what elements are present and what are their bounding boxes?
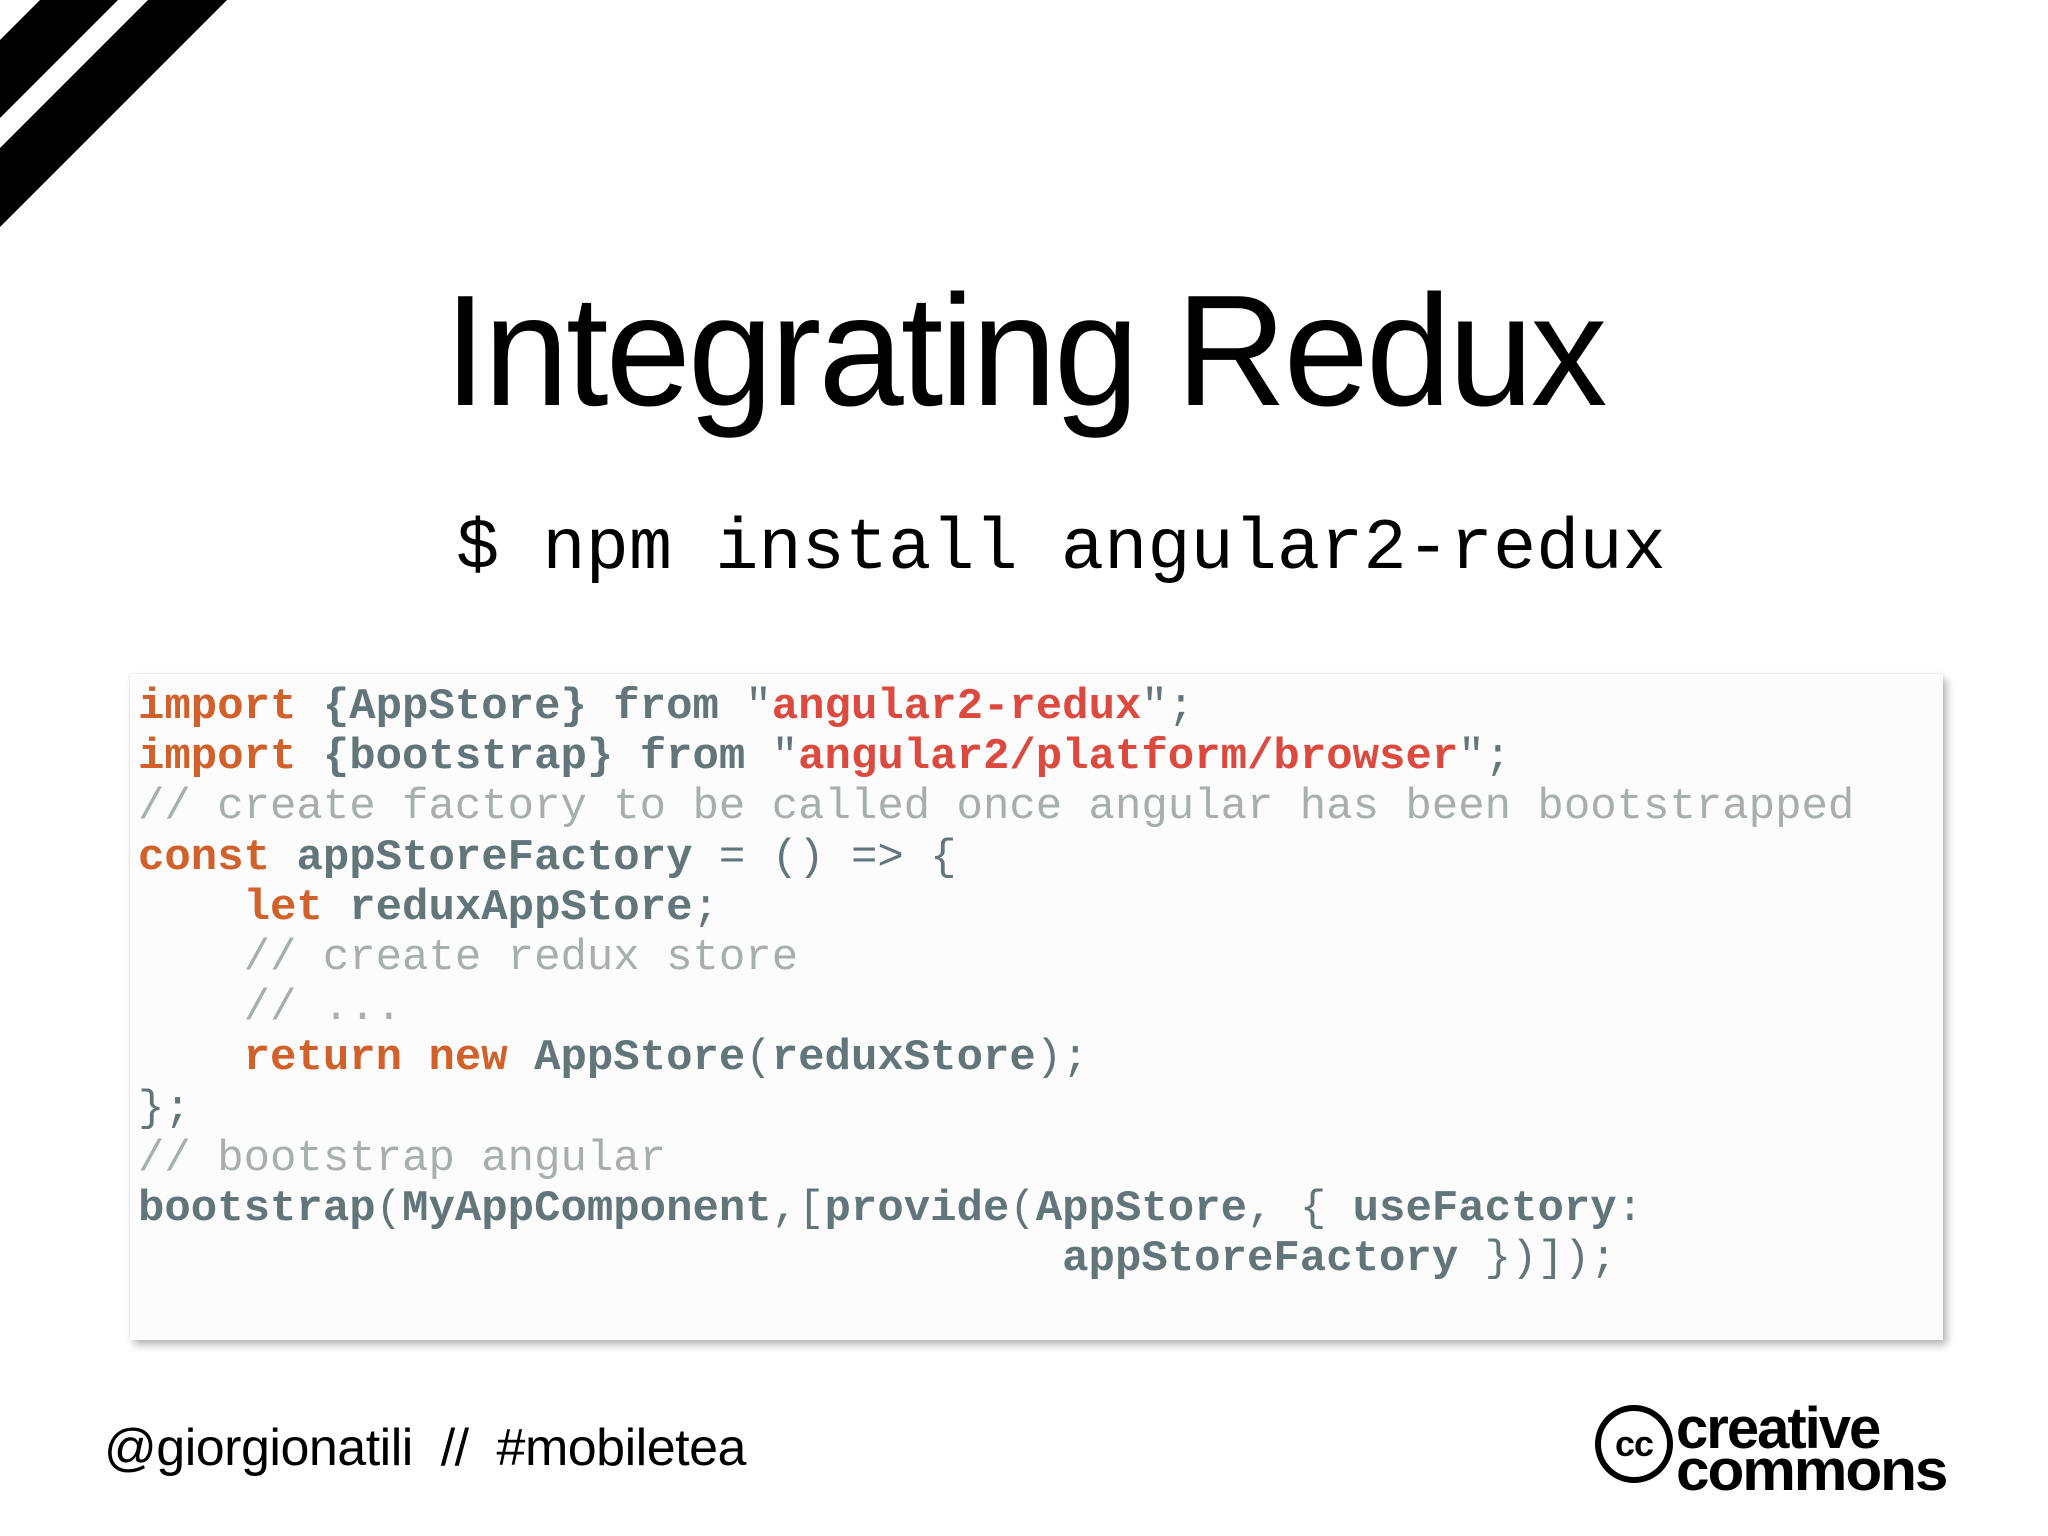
code-token-id: AppStore — [1035, 1183, 1248, 1234]
code-token-punc: , { — [1247, 1183, 1353, 1234]
corner-stripes-decoration — [0, 0, 227, 227]
code-line: // create redux store — [138, 933, 1854, 983]
code-token-id: {bootstrap} — [322, 732, 614, 783]
slide-title: Integrating Redux — [443, 262, 1607, 439]
code-token-id: from — [639, 732, 746, 783]
code-token-kw: return — [243, 1033, 403, 1084]
code-token-punc — [296, 682, 322, 732]
code-token-kw: const — [138, 832, 271, 883]
code-token-punc: ( — [1009, 1183, 1036, 1234]
creative-commons-logo: cc creative commons — [1590, 1396, 1960, 1500]
code-token-id: bootstrap — [138, 1183, 376, 1234]
code-line: }; — [138, 1084, 1854, 1134]
code-token-id: useFactory — [1352, 1183, 1617, 1234]
code-token-punc: ,[ — [771, 1183, 825, 1234]
code-token-id: reduxStore — [771, 1033, 1036, 1084]
code-token-punc — [587, 682, 613, 732]
code-token-punc — [138, 883, 244, 933]
code-token-punc: }; — [138, 1083, 191, 1134]
code-line: bootstrap(MyAppComponent,[provide(AppSto… — [138, 1184, 1854, 1234]
code-token-punc — [613, 732, 639, 782]
code-token-punc — [138, 1234, 1062, 1284]
code-token-punc — [402, 1033, 428, 1083]
code-token-punc — [323, 883, 349, 933]
code-token-cm: // create factory to be called once angu… — [138, 782, 1855, 833]
code-token-id: provide — [824, 1183, 1010, 1234]
code-token-str: angular2/platform/browser — [798, 732, 1459, 783]
code-line: // ... — [138, 983, 1854, 1033]
code-token-kw: import — [138, 732, 297, 783]
code-block: import {AppStore} from "angular2-redux";… — [130, 674, 1943, 1340]
code-line: appStoreFactory })]); — [138, 1234, 1854, 1284]
code-listing: import {AppStore} from "angular2-redux";… — [138, 682, 1854, 1284]
install-command: $ npm install angular2-redux — [456, 508, 1666, 590]
code-token-punc — [296, 732, 322, 782]
creative-commons-icon: cc — [1595, 1405, 1673, 1483]
code-token-kw: new — [428, 1033, 508, 1084]
code-line: return new AppStore(reduxStore); — [138, 1033, 1854, 1083]
code-token-kw: let — [243, 882, 323, 933]
code-token-punc: " — [718, 682, 772, 732]
cc-word-creative: creative — [1676, 1396, 1881, 1461]
code-token-id: reduxAppStore — [349, 882, 693, 933]
code-token-punc — [138, 983, 244, 1033]
code-token-str: angular2-redux — [771, 682, 1142, 732]
footer-social-handle: @giorgionatili // #mobiletea — [104, 1419, 746, 1477]
code-token-punc: ; — [692, 882, 719, 933]
code-token-punc — [138, 933, 244, 983]
code-token-punc: " — [745, 732, 799, 783]
code-token-id: {AppStore} — [322, 682, 587, 732]
code-token-punc: = () => { — [692, 832, 957, 883]
code-token-punc: ( — [745, 1033, 772, 1084]
code-line: const appStoreFactory = () => { — [138, 833, 1854, 883]
code-token-punc: "; — [1141, 682, 1195, 732]
code-token-id: appStoreFactory — [296, 832, 693, 883]
code-token-punc: })]); — [1458, 1234, 1617, 1285]
code-token-punc — [138, 1033, 244, 1083]
code-line: // bootstrap angular — [138, 1134, 1854, 1184]
code-token-punc: ); — [1035, 1033, 1089, 1084]
code-token-kw: import — [138, 682, 297, 732]
code-line: import {bootstrap} from "angular2/platfo… — [138, 732, 1854, 782]
code-token-id: AppStore — [534, 1033, 746, 1084]
cc-badge-text: cc — [1614, 1423, 1654, 1464]
code-line: let reduxAppStore; — [138, 883, 1854, 933]
code-token-cm: // ... — [243, 983, 403, 1034]
code-token-id: appStoreFactory — [1062, 1234, 1459, 1285]
code-token-cm: // bootstrap angular — [138, 1133, 667, 1184]
code-token-punc — [270, 833, 296, 883]
code-token-id: from — [613, 682, 719, 732]
code-line: import {AppStore} from "angular2-redux"; — [138, 682, 1854, 732]
code-token-punc: ( — [375, 1183, 403, 1234]
cc-word-commons: commons — [1676, 1438, 1948, 1503]
code-token-cm: // create redux store — [243, 932, 799, 983]
code-token-id: MyAppComponent — [402, 1183, 772, 1234]
code-token-punc — [508, 1033, 534, 1083]
code-line: // create factory to be called once angu… — [138, 782, 1854, 832]
code-token-punc: : — [1616, 1183, 1644, 1234]
code-token-punc: "; — [1458, 732, 1512, 783]
